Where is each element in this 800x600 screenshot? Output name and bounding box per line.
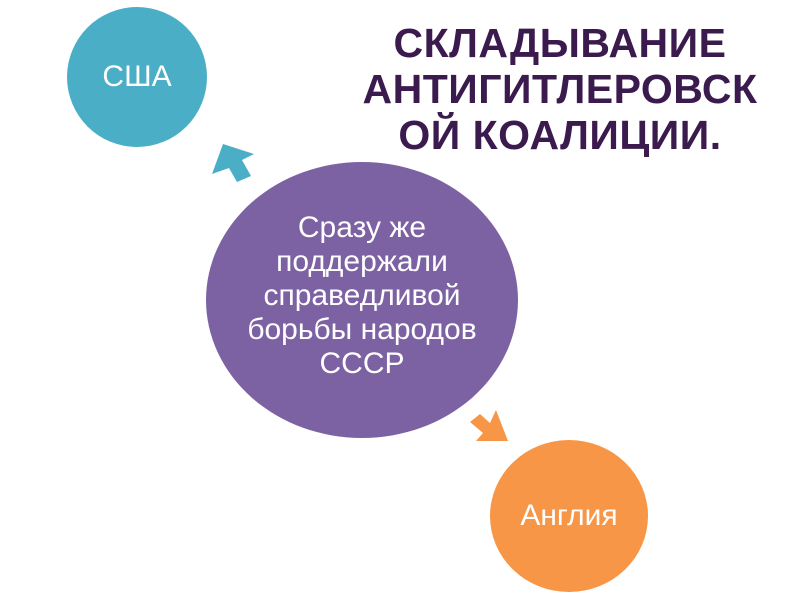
node-center-line-3: справедливой	[263, 279, 461, 312]
node-usa: США	[67, 7, 207, 147]
node-england: Англия	[490, 440, 648, 592]
arrow-to-england	[470, 410, 508, 441]
node-usa-label: США	[102, 60, 172, 93]
node-center: Сразу же поддержали справедливой борьбы …	[206, 162, 518, 438]
slide-title: СКЛАДЫВАНИЕ АНТИГИТЛЕРОВСК ОЙ КОАЛИЦИИ.	[340, 20, 780, 158]
title-line-3: ОЙ КОАЛИЦИИ.	[398, 112, 722, 158]
title-line-2: АНТИГИТЛЕРОВСК	[362, 66, 758, 112]
title-line-1: СКЛАДЫВАНИЕ	[393, 20, 727, 66]
node-center-line-1: Сразу же	[297, 211, 427, 244]
node-england-label: Англия	[520, 499, 618, 532]
node-center-text: Сразу же поддержали справедливой борьбы …	[237, 211, 487, 381]
node-center-line-5: СССР	[319, 347, 405, 380]
node-center-line-2: поддержали	[276, 245, 448, 278]
arrow-to-usa	[212, 144, 254, 182]
node-center-line-4: борьбы народов	[247, 313, 477, 346]
